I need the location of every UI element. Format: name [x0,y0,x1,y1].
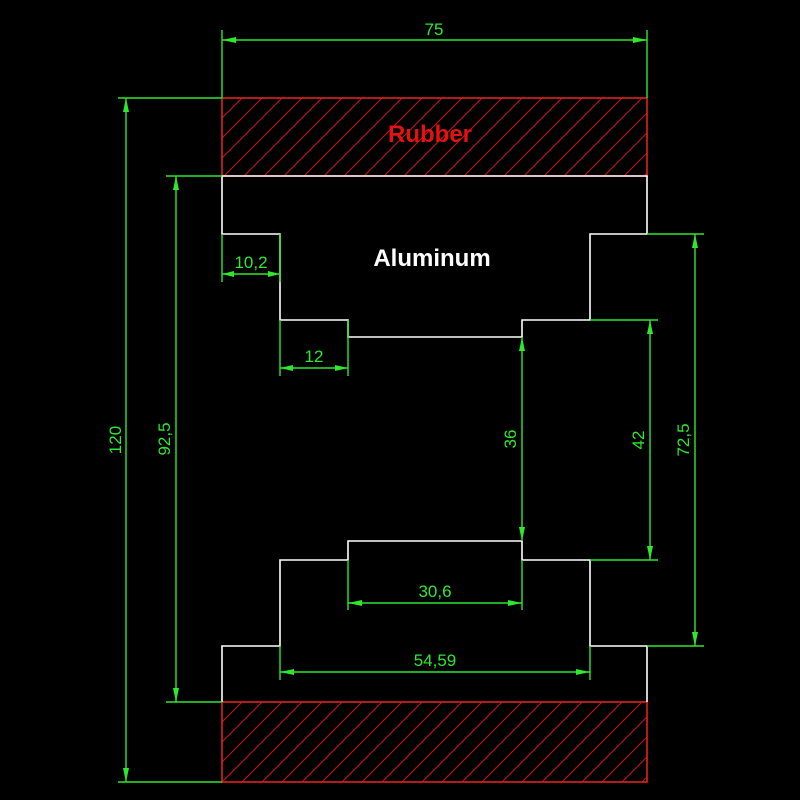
dimension-core-width: 30,6 [347,560,523,610]
hatch-line [361,702,443,782]
hatch-line [222,702,303,782]
hatch-line [583,112,647,176]
hatch-line [423,98,503,176]
hatch-line [321,702,403,782]
hatch-line [543,98,623,176]
dimension-inner-step: 12 [279,320,349,376]
hatch-line [343,98,423,176]
hatch-line [401,702,483,782]
hatch-line [222,702,283,763]
hatch-line [222,98,243,119]
hatch-line [363,98,443,176]
hatch-line [664,98,742,176]
hatch-line [724,98,800,176]
hatch-line [541,702,623,782]
hatch-line [523,98,603,176]
dimension-total-width: 75 [221,20,648,98]
svg-text:36: 36 [501,430,520,449]
hatch-line [222,98,283,159]
hatch-line [341,702,423,782]
hatch-line [222,702,223,703]
hatch-line [561,702,643,782]
hatch-line [443,98,523,176]
hatch-line [222,98,263,139]
hatch-line [481,702,563,782]
hatch-line [243,98,323,176]
hatch-line [643,172,647,176]
hatch-line [704,98,782,176]
hatch-line [301,702,383,782]
dimension-hub-height: 92,5 [155,175,222,703]
svg-text:42: 42 [629,431,648,450]
dimension-groove-height: 42 [590,319,658,561]
hatch-line [563,98,643,176]
rubber-label: Rubber [388,121,472,148]
dimension-flange-step: 10,2 [221,234,281,282]
hatch-line [521,702,603,782]
dimension-total-height: 120 [106,97,222,783]
hatch-line [503,98,583,176]
hatch-line [261,702,343,782]
hatch-line [621,756,647,782]
hatch-line [682,702,762,782]
svg-text:120: 120 [106,426,125,454]
hatch-line [421,702,503,782]
svg-text:75: 75 [425,20,444,39]
hatch-line [684,98,762,176]
hatch-line [381,702,463,782]
svg-text:92,5: 92,5 [155,422,174,455]
hatch-line [641,776,647,782]
svg-text:54,59: 54,59 [414,651,457,670]
hatch-line [702,702,782,782]
hatch-line [461,702,543,782]
hatch-line [601,736,647,782]
hatch-line [463,98,543,176]
hatch-line [222,702,243,723]
hatch-line [223,98,303,176]
dimension-outer-step-height: 72,5 [647,233,704,647]
rubber-bottom-layer [221,701,800,783]
hatch-line [603,132,647,176]
hatch-line [383,98,463,176]
hatch-line [281,702,363,782]
hatch-line [403,98,483,176]
hatch-line [222,702,263,743]
hatch-line [623,152,647,176]
hatch-line [303,98,383,176]
svg-text:12: 12 [305,347,324,366]
hatch-line [241,702,323,782]
svg-text:30,6: 30,6 [418,582,451,601]
hatch-line [722,702,800,782]
hatch-line [323,98,403,176]
hatch-line [501,702,583,782]
dimension-core-height: 36 [501,337,525,541]
hatch-line [283,98,363,176]
hatch-line [441,702,523,782]
hatch-line [222,98,223,99]
hatch-line [581,716,647,782]
svg-text:72,5: 72,5 [674,423,693,456]
hatch-line [483,98,563,176]
hatch-line [263,98,343,176]
aluminum-label: Aluminum [373,245,490,272]
rubber-top-layer [221,97,800,177]
aluminum-lower-profile-outline [221,540,648,702]
svg-text:10,2: 10,2 [234,253,267,272]
hatch-line [662,702,742,782]
dimension-groove-width: 54,59 [279,646,591,680]
